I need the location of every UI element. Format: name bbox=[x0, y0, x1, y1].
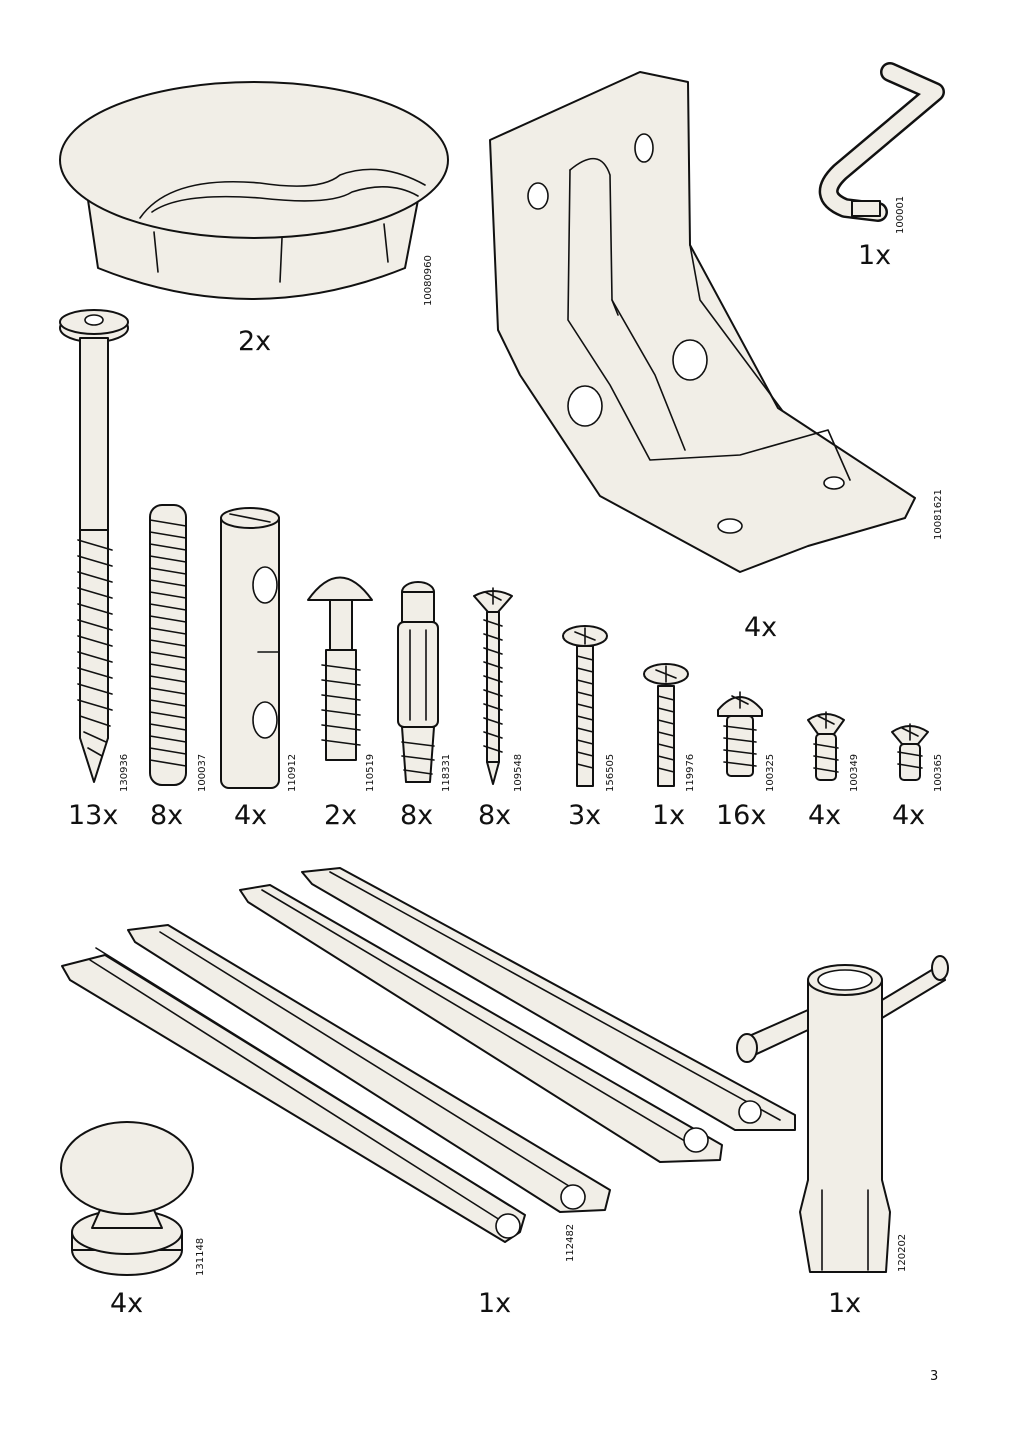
socket-wrench-icon bbox=[736, 955, 949, 1273]
screw-100325-code: 100325 bbox=[765, 753, 776, 792]
long-screw-quantity: 13x bbox=[68, 800, 119, 831]
cam-dowel-quantity: 8x bbox=[400, 800, 434, 831]
screw-119976-code: 119976 bbox=[685, 753, 696, 792]
screw-100325-quantity: 16x bbox=[716, 800, 767, 831]
screw-156505-quantity: 3x bbox=[568, 800, 602, 831]
cam-dowel-icon bbox=[397, 581, 439, 783]
grommet-quantity: 2x bbox=[238, 326, 272, 357]
countersunk-screw-icon bbox=[473, 587, 513, 785]
barrel-nut-quantity: 4x bbox=[234, 800, 268, 831]
short-screw-icon bbox=[807, 711, 845, 781]
knob-quantity: 4x bbox=[110, 1288, 144, 1319]
short-screw-icon bbox=[891, 723, 929, 781]
bracket-code: 10081621 bbox=[933, 489, 944, 540]
screw-100365-quantity: 4x bbox=[892, 800, 926, 831]
socket-wrench-code: 120202 bbox=[897, 1233, 908, 1272]
allen-key-code: 100001 bbox=[895, 195, 906, 234]
screw-119976-quantity: 1x bbox=[652, 800, 686, 831]
threaded-rod-icon bbox=[149, 504, 187, 786]
screw-156505-code: 156505 bbox=[605, 753, 616, 792]
page-number: 3 bbox=[930, 1369, 939, 1384]
plastic-dowel-quantity: 2x bbox=[324, 800, 358, 831]
machine-screw-icon bbox=[643, 663, 689, 787]
threaded-rod-quantity: 8x bbox=[150, 800, 184, 831]
corner-bracket-icon bbox=[489, 71, 916, 573]
allen-key-icon bbox=[818, 62, 945, 222]
bracket-quantity: 4x bbox=[744, 612, 778, 643]
barrel-nut-code: 110912 bbox=[287, 753, 298, 792]
screw-100349-code: 100349 bbox=[849, 753, 860, 792]
knob-code: 131148 bbox=[195, 1237, 206, 1276]
wood-screw-icon bbox=[59, 309, 129, 783]
drawer-runner-set-icon bbox=[61, 867, 796, 1243]
allen-key-quantity: 1x bbox=[858, 240, 892, 271]
pan-head-screw-icon bbox=[717, 691, 763, 777]
grommet-code: 10080960 bbox=[423, 255, 434, 306]
cam-dowel-code: 118331 bbox=[441, 753, 452, 792]
screw-100365-code: 100365 bbox=[933, 753, 944, 792]
drawer-runners-code: 112482 bbox=[565, 1223, 576, 1262]
socket-wrench-quantity: 1x bbox=[828, 1288, 862, 1319]
screw-109548-quantity: 8x bbox=[478, 800, 512, 831]
plastic-dowel-icon bbox=[307, 576, 373, 761]
screw-100349-quantity: 4x bbox=[808, 800, 842, 831]
long-screw-code: 130936 bbox=[119, 753, 130, 792]
machine-screw-icon bbox=[562, 625, 608, 787]
plastic-dowel-code: 110519 bbox=[365, 753, 376, 792]
barrel-nut-icon bbox=[220, 507, 280, 789]
knob-icon bbox=[60, 1121, 194, 1276]
threaded-rod-code: 100037 bbox=[197, 753, 208, 792]
drawer-runners-quantity: 1x bbox=[478, 1288, 512, 1319]
screw-109548-code: 109548 bbox=[513, 753, 524, 792]
cable-grommet-icon bbox=[59, 81, 449, 300]
